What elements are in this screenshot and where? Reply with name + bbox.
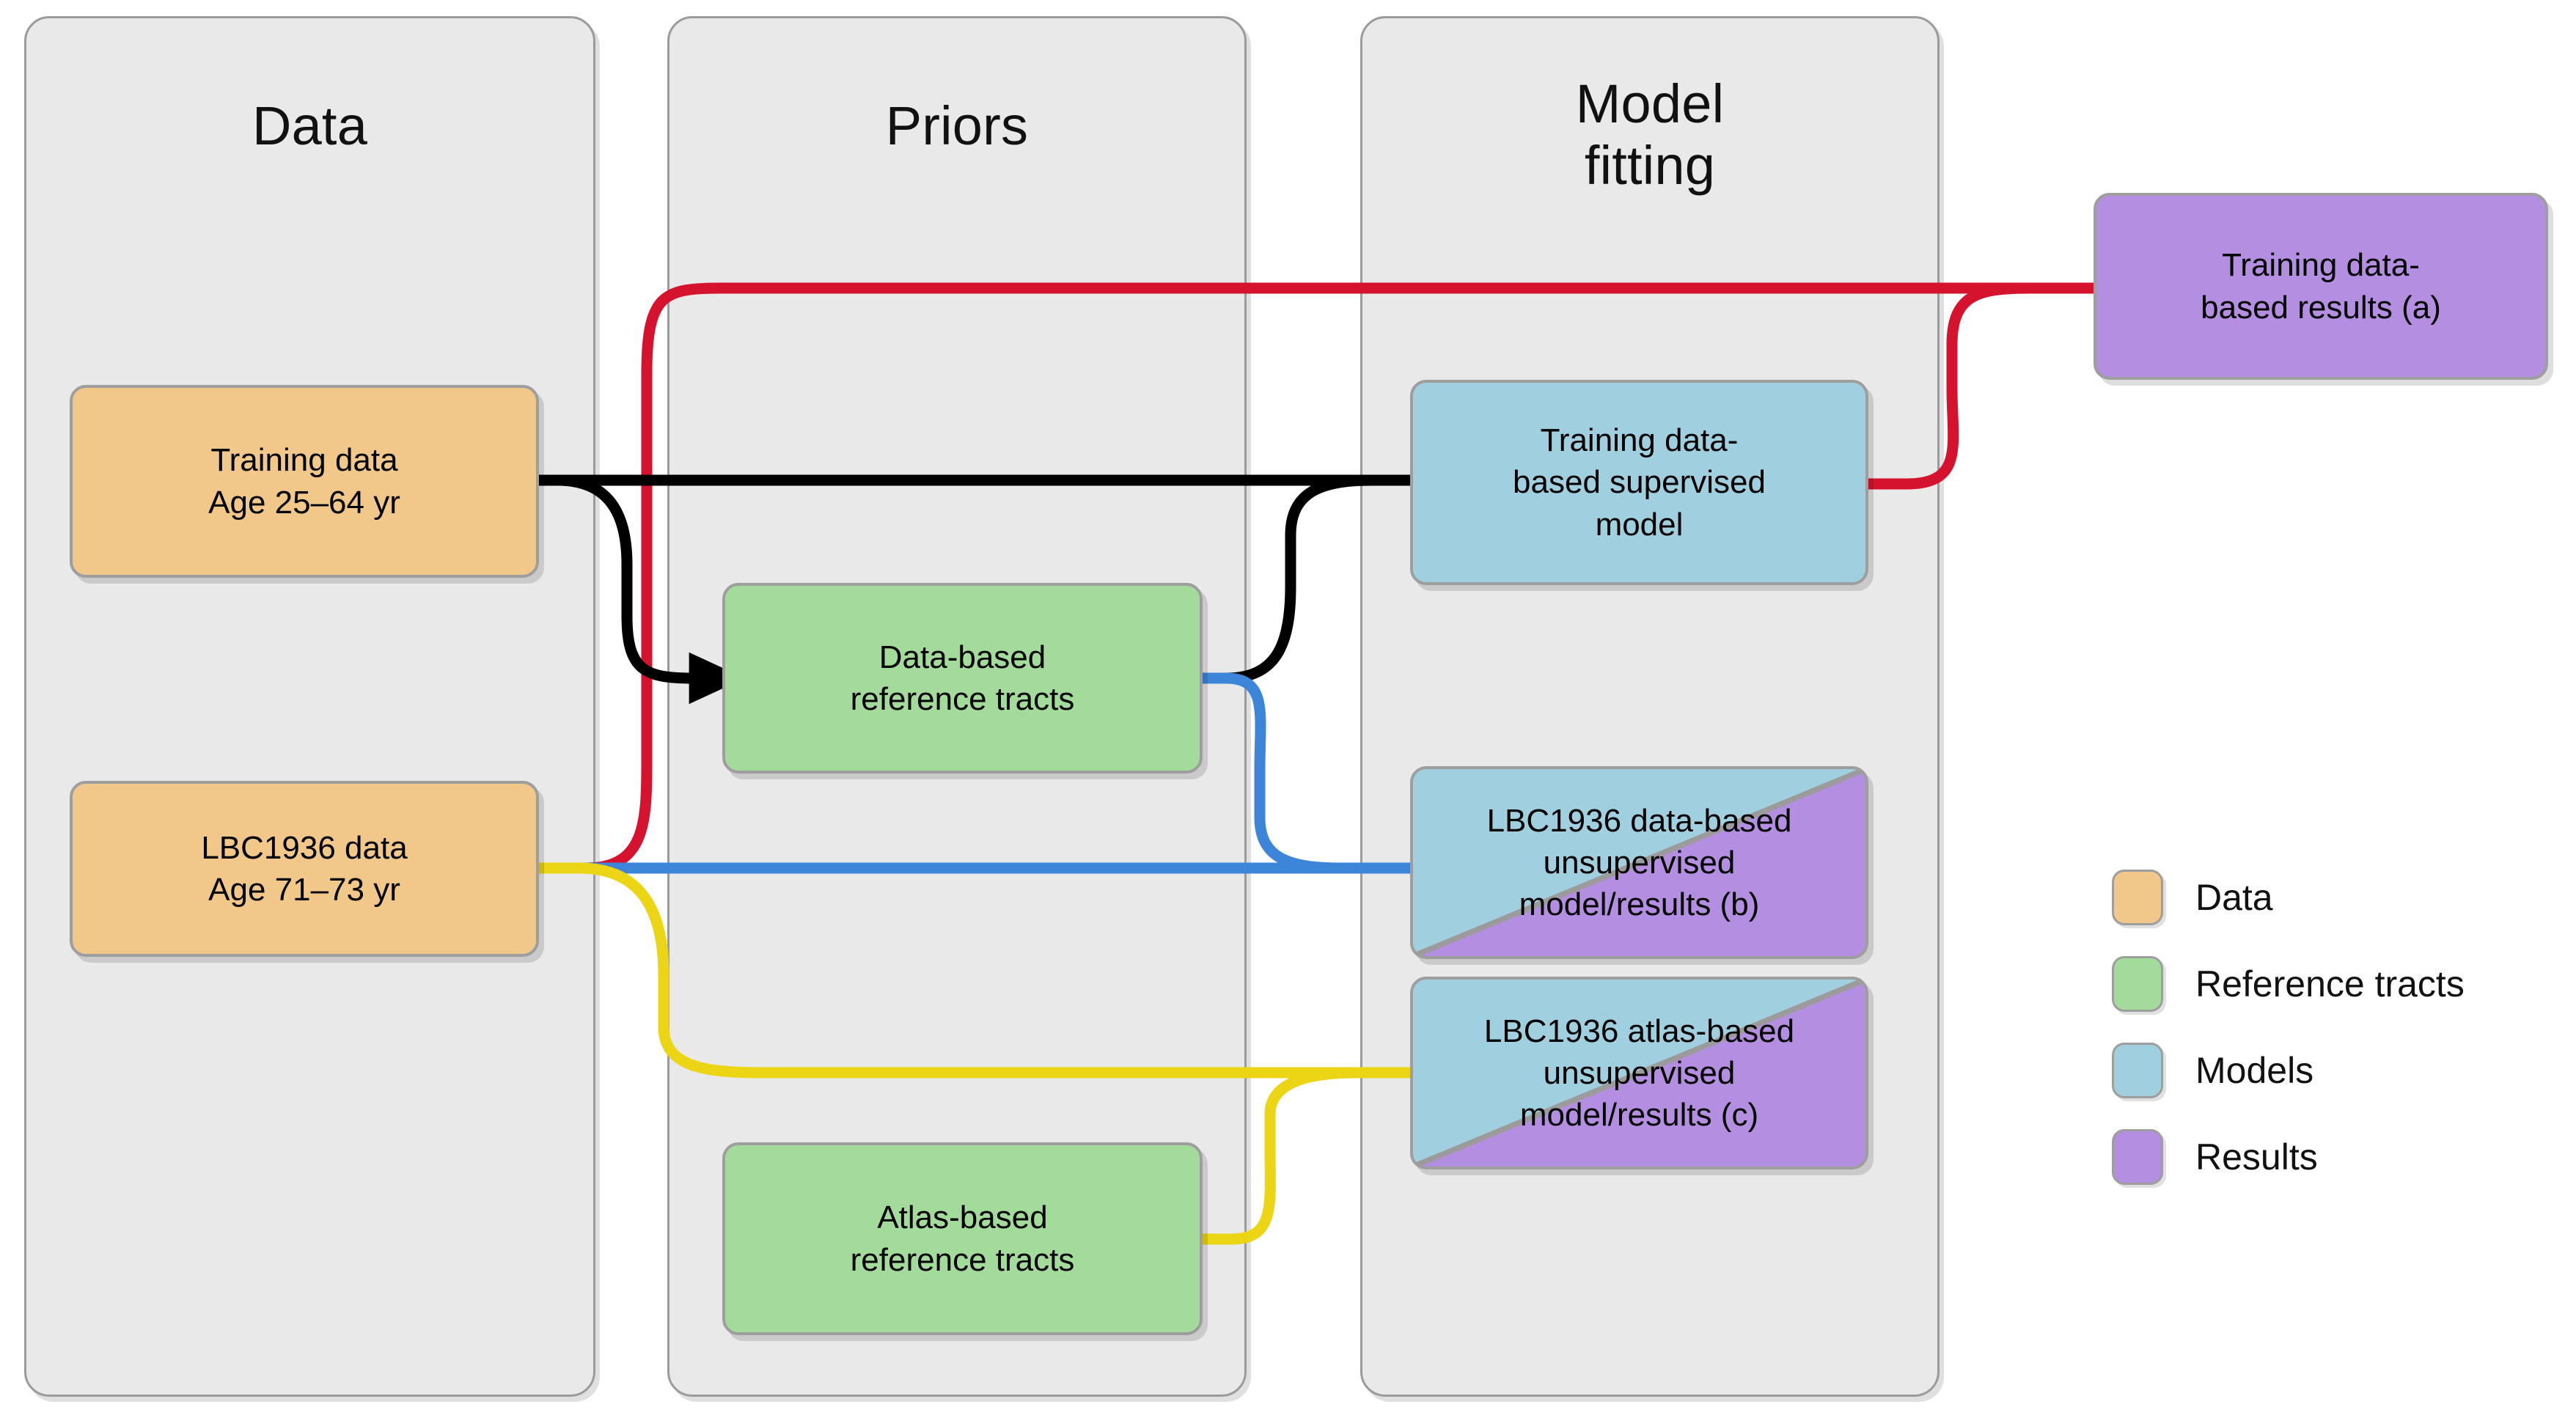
legend-item-results: Results: [2112, 1114, 2552, 1200]
node-data-based-reference-tracts-line1: Data-based: [878, 639, 1046, 675]
node-lbc1936-data[interactable]: LBC1936 data Age 71–73 yr: [70, 781, 539, 957]
legend-label-data: Data: [2195, 877, 2273, 918]
node-training-data-based-results-a-line1: Training data-: [2222, 247, 2420, 284]
node-supervised-model-line2: based supervised: [1513, 464, 1766, 501]
column-title-model-fitting: Model fitting: [1360, 73, 1940, 197]
node-supervised-model-line1: Training data-: [1540, 422, 1739, 459]
node-training-data-line2: Age 25–64 yr: [208, 484, 400, 521]
legend-swatch-reference-tracts: [2112, 956, 2163, 1012]
column-title-data: Data: [252, 95, 368, 156]
node-data-based-reference-tracts[interactable]: Data-based reference tracts: [722, 583, 1203, 774]
node-lbc1936-atlas-based-model-results-c-line1: LBC1936 atlas-based: [1483, 1013, 1795, 1049]
node-lbc1936-atlas-based-model-results-c-line3: model/results (c): [1519, 1097, 1759, 1134]
node-training-data[interactable]: Training data Age 25–64 yr: [70, 385, 539, 578]
node-lbc1936-data-line1: LBC1936 data: [201, 829, 408, 866]
node-atlas-based-reference-tracts-line2: reference tracts: [850, 1241, 1075, 1278]
legend-item-reference-tracts: Reference tracts: [2112, 941, 2552, 1027]
node-lbc1936-data-line2: Age 71–73 yr: [208, 872, 400, 908]
node-lbc1936-data-based-model-results-b-line3: model/results (b): [1519, 886, 1760, 923]
legend-label-results: Results: [2195, 1136, 2318, 1178]
legend-swatch-data: [2112, 870, 2163, 925]
legend: Data Reference tracts Models Results: [2112, 854, 2552, 1200]
edge-training-data-to-data-based-tracts: [539, 474, 746, 705]
legend-item-data: Data: [2112, 854, 2552, 941]
edge-supervised-model-to-training-results: [1868, 262, 2205, 490]
node-lbc1936-atlas-based-model-results-c-line2: unsupervised: [1543, 1054, 1736, 1091]
node-lbc1936-data-based-model-results-b[interactable]: LBC1936 data-based unsupervised model/re…: [1410, 766, 1868, 959]
node-supervised-model[interactable]: Training data- based supervised model: [1410, 380, 1868, 585]
legend-item-models: Models: [2112, 1027, 2552, 1114]
legend-swatch-models: [2112, 1043, 2163, 1098]
node-supervised-model-line3: model: [1595, 506, 1684, 543]
node-training-data-based-results-a-line2: based results (a): [2201, 289, 2441, 326]
node-lbc1936-data-based-model-results-b-line1: LBC1936 data-based: [1486, 802, 1792, 839]
edge-atlas-based-tracts-to-lbc-atlas-model: [1203, 1046, 1475, 1245]
node-training-data-based-results-a[interactable]: Training data- based results (a): [2094, 193, 2548, 380]
node-atlas-based-reference-tracts[interactable]: Atlas-based reference tracts: [722, 1142, 1203, 1335]
legend-label-models: Models: [2195, 1050, 2314, 1091]
legend-swatch-results: [2112, 1129, 2163, 1185]
edge-lbc1936-to-training-results: [539, 262, 2205, 874]
node-data-based-reference-tracts-line2: reference tracts: [850, 681, 1075, 717]
column-panel-data: [24, 16, 595, 1397]
node-atlas-based-reference-tracts-line1: Atlas-based: [877, 1200, 1048, 1236]
node-lbc1936-data-based-model-results-b-line2: unsupervised: [1543, 844, 1736, 881]
column-title-model-fitting-line1: Model: [1575, 73, 1725, 134]
edge-data-based-tracts-to-lbc-data-model: [1203, 672, 1475, 894]
edge-lbc1936-to-lbc-atlas-model: [539, 862, 1475, 1099]
node-lbc1936-atlas-based-model-results-c[interactable]: LBC1936 atlas-based unsupervised model/r…: [1410, 977, 1868, 1169]
node-training-data-line1: Training data: [210, 442, 398, 479]
column-title-priors: Priors: [885, 95, 1029, 156]
column-title-model-fitting-line2: fitting: [1584, 135, 1716, 196]
edge-data-based-tracts-to-supervised-model: [1203, 454, 1475, 684]
legend-label-reference-tracts: Reference tracts: [2195, 963, 2465, 1004]
